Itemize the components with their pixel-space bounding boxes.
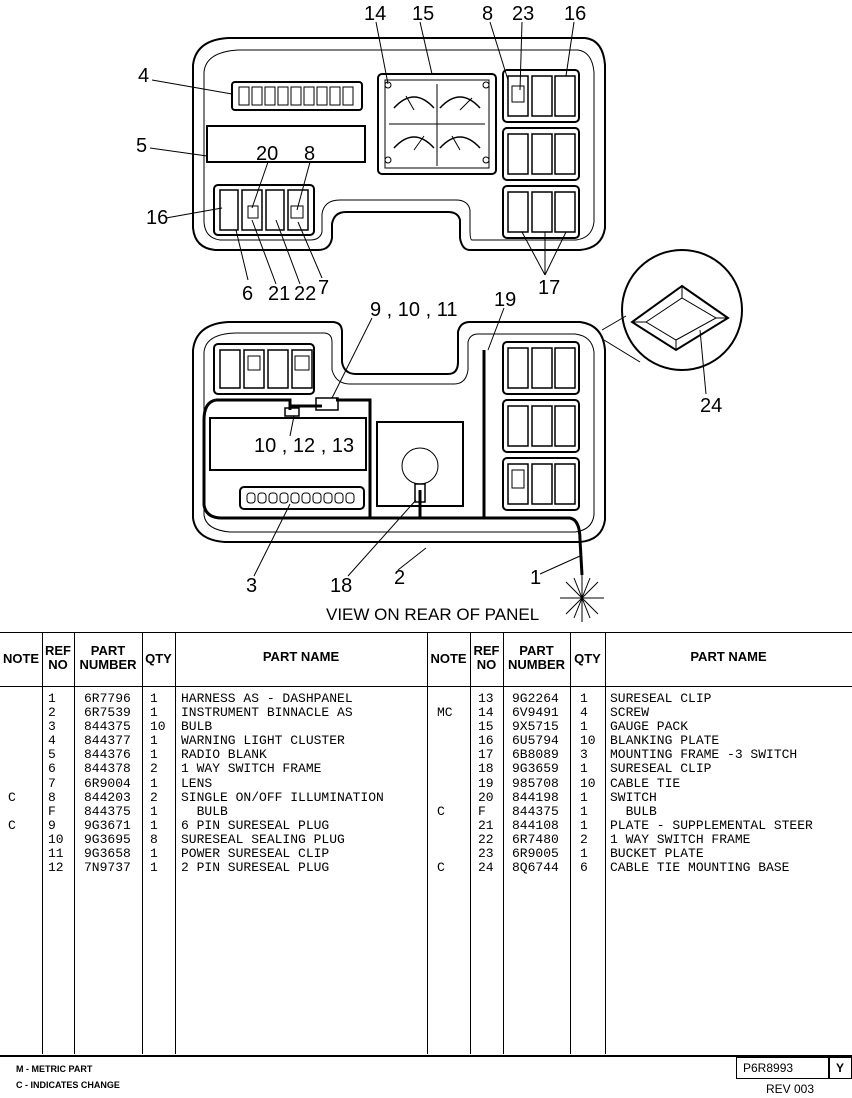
callout-24: 24 <box>700 395 722 417</box>
header-note-right: NOTE <box>430 651 467 666</box>
left-note-column: C C <box>8 789 16 833</box>
wire-break-symbol <box>560 575 604 622</box>
front-panel <box>192 37 606 251</box>
callout-16-left: 16 <box>146 207 168 229</box>
gauge-pack <box>377 73 497 175</box>
revision: REV 003 <box>766 1082 815 1096</box>
right-ref-column: 13 14 15 16 17 18 19 20 F 21 22 23 24 <box>478 691 494 876</box>
parts-table: NOTE REF NO PART NUMBER QTY PART NAME NO… <box>0 632 852 1056</box>
header-ref-left: REF NO <box>45 643 71 672</box>
callout-18: 18 <box>330 575 352 597</box>
cable-tie-mounting-base-detail <box>601 249 743 371</box>
doc-suffix: Y <box>836 1061 845 1075</box>
rear-panel <box>192 321 606 543</box>
warning-light-cluster <box>231 81 363 111</box>
callout-5: 5 <box>136 135 147 157</box>
change-note: C - INDICATES CHANGE <box>16 1080 120 1090</box>
callout-22: 22 <box>294 283 316 305</box>
callout-23: 23 <box>512 3 534 25</box>
doc-number: P6R8993 <box>743 1061 794 1075</box>
left-ref-column: 1 2 3 4 5 6 7 8 F 9 10 11 12 <box>48 691 64 876</box>
header-partname-left: PART NAME <box>262 649 340 664</box>
mounting-frame-3switch-front <box>502 69 580 239</box>
callout-6: 6 <box>242 283 253 305</box>
callout-3: 3 <box>246 575 257 597</box>
header-partname-right: PART NAME <box>690 649 767 664</box>
callout-9-10-11: 9 , 10 , 11 <box>370 299 457 321</box>
callout-20: 20 <box>256 143 278 165</box>
left-partnumber-column: 6R7796 6R7539 844375 844377 844376 84437… <box>84 691 131 876</box>
left-partname-column: HARNESS AS - DASHPANEL INSTRUMENT BINNAC… <box>181 691 384 876</box>
doc-number-box: P6R8993 <box>736 1057 830 1079</box>
rear-switch-frame <box>213 343 315 395</box>
callout-15: 15 <box>412 3 434 25</box>
header-partnum-right: PART NUMBER <box>507 643 566 672</box>
header-qty-right: QTY <box>574 651 601 666</box>
callout-14: 14 <box>364 3 386 25</box>
header-ref-right: REF NO <box>473 643 500 672</box>
right-qty-column: 1 4 1 10 3 1 10 1 1 1 2 1 6 <box>580 691 596 876</box>
view-title: VIEW ON REAR OF PANEL <box>326 605 539 624</box>
doc-suffix-box: Y <box>828 1057 852 1079</box>
callout-8-top: 8 <box>482 3 493 25</box>
callout-10-12-13: 10 , 12 , 13 <box>254 435 354 457</box>
callout-7: 7 <box>318 277 329 299</box>
footer-rule <box>0 1055 852 1057</box>
rear-warning-cluster <box>239 486 365 510</box>
mounting-frame-3switch-rear <box>502 341 580 511</box>
right-partname-column: SURESEAL CLIP SCREW GAUGE PACK BLANKING … <box>610 691 813 876</box>
metric-note: M - METRIC PART <box>16 1064 93 1074</box>
rear-radio-blank <box>209 417 367 471</box>
right-partnumber-column: 9G2264 6V9491 9X5715 6U5794 6B8089 9G365… <box>512 691 559 876</box>
callout-16-top: 16 <box>564 3 586 25</box>
panel-diagram: 14 15 8 23 16 4 5 20 8 16 6 21 22 7 17 9… <box>136 3 743 624</box>
switch-frame-cluster <box>213 184 315 236</box>
callout-2: 2 <box>394 567 405 589</box>
callout-8-mid: 8 <box>304 143 315 165</box>
left-qty-column: 1 1 10 1 1 2 1 2 1 1 8 1 1 <box>150 691 166 876</box>
callout-17: 17 <box>538 277 560 299</box>
callout-19: 19 <box>494 289 516 311</box>
radio-blank <box>206 125 366 163</box>
header-qty-left: QTY <box>145 651 172 666</box>
right-note-column: MC C C <box>437 705 453 876</box>
header-note-left: NOTE <box>2 651 40 666</box>
header-partnum-left: PART NUMBER <box>79 643 137 672</box>
callout-21: 21 <box>268 283 290 305</box>
callout-4: 4 <box>138 65 149 87</box>
callout-1: 1 <box>530 567 541 589</box>
